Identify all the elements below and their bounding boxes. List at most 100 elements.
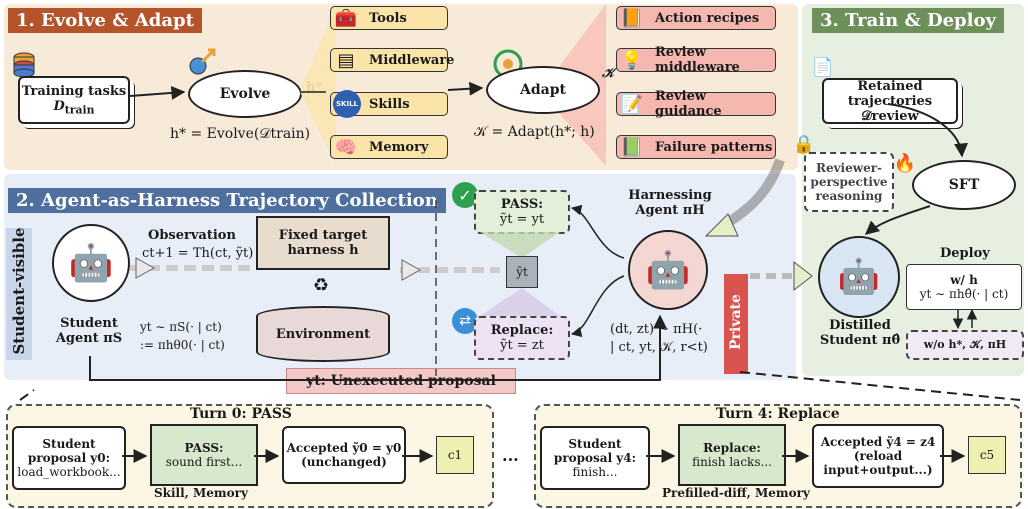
tool-chip-middleware: Middleware: [330, 48, 454, 72]
knowledge-chip-recipes: Action recipes: [616, 6, 776, 30]
harnessing-line1: Harnessing: [628, 188, 712, 203]
turn4-student2: proposal y4:: [553, 451, 637, 465]
with-harness-label: w/ h: [950, 273, 978, 287]
turn0-verdict1: PASS:: [184, 441, 224, 455]
turn0-student2: proposal y0:: [27, 451, 111, 465]
fixed-target-box: Fixed target harness h: [256, 216, 390, 270]
reviewer-line3: reasoning: [815, 189, 883, 203]
check-icon: ✓: [452, 182, 478, 208]
tool-chip-memory: Memory: [330, 135, 448, 159]
distilled-label: Distilled Student πθ̂: [812, 318, 908, 348]
turn4-student3: finish...: [572, 465, 618, 479]
turn0-student1: Student: [42, 437, 96, 451]
lock-icon: 🔒: [792, 133, 816, 155]
student-agent-label: Student Agent πS: [44, 316, 134, 346]
turn-ellipsis: ...: [502, 446, 519, 465]
adapt-label: Adapt: [520, 82, 566, 98]
tool-chip-tools: Tools: [330, 6, 448, 30]
harnessing-avatar: 🤖: [628, 230, 708, 310]
reviewer-line2: perspective: [810, 175, 888, 189]
reviewer-line1: Reviewer-: [815, 161, 883, 175]
turn0-cube: c1: [436, 436, 474, 474]
pass-title: PASS:: [500, 197, 544, 212]
turn4-accepted3: input+output...): [823, 463, 933, 477]
brain-icon: 🧠: [334, 136, 358, 158]
student-line1: Student: [60, 316, 118, 331]
turn4-title: Turn 4: Replace: [716, 406, 840, 422]
fire-icon: 🔥: [893, 152, 917, 174]
panel2-title: 2. Agent-as-Harness Trajectory Collectio…: [8, 188, 446, 213]
memory-label: Memory: [369, 139, 429, 155]
adapt-equation: 𝒦 = Adapt(h*; h): [474, 124, 595, 140]
tools-label: Tools: [369, 10, 407, 26]
student-eq2: := πhθ0(· | ct): [140, 338, 225, 352]
environment-node: Environment: [256, 306, 390, 362]
pass-eq: ỹt = yt: [499, 212, 545, 227]
recipe-icon: 📙: [620, 7, 644, 29]
turn0-accepted-box: Accepted ỹ0 = y0 (unchanged): [282, 426, 406, 484]
knowledge-chip-failure: Failure patterns: [616, 135, 776, 159]
turn4-student-box: Student proposal y4: finish...: [540, 426, 650, 490]
turn4-cube-label: c5: [979, 448, 995, 462]
with-harness-eq: yt ∼ πhθ̂(· | ct): [919, 287, 1009, 301]
distilled-line1: Distilled: [829, 318, 891, 333]
middleware-label: Middleware: [369, 52, 455, 68]
student-line2: Agent πS: [55, 331, 123, 346]
student-visible-band: [6, 228, 32, 360]
evolve-icon: [180, 44, 220, 84]
turn4-verdict2: finish lacks...: [692, 455, 772, 469]
turn0-caption: Skill, Memory: [154, 486, 248, 500]
turn4-caption: Prefilled-diff, Memory: [662, 486, 810, 500]
toolbox-icon: 🧰: [334, 7, 358, 29]
replace-eq: ỹt = zt: [500, 338, 544, 353]
turn4-student1: Student: [568, 437, 622, 451]
without-label: w/o h*, 𝒦, πH: [923, 338, 1007, 351]
turn0-accepted2: (unchanged): [301, 455, 387, 469]
harness-robot-icon: 🤖: [645, 250, 691, 291]
recipes-label: Action recipes: [655, 10, 760, 26]
turn0-cube-label: c1: [447, 448, 463, 462]
panel1-title: 1. Evolve & Adapt: [8, 8, 202, 33]
review-middleware-label: Review middleware: [655, 45, 740, 75]
harnessing-label: Harnessing Agent πH: [620, 188, 720, 218]
retained-line2: trajectories 𝒟review: [847, 93, 933, 124]
turn0-verdict-box: PASS: sound first...: [150, 424, 258, 486]
turn4-accepted-box: Accepted ỹ4 = z4 (reload input+output...…: [812, 424, 944, 488]
replace-box: Replace: ỹt = zt: [474, 316, 570, 360]
sft-label: SFT: [948, 177, 980, 193]
retained-box: Retained trajectories 𝒟review: [822, 78, 958, 124]
pass-box: PASS: ỹt = yt: [474, 190, 570, 234]
replace-title: Replace:: [490, 323, 554, 338]
cycle-icon: ♻: [312, 274, 330, 296]
evolve-label: Evolve: [219, 86, 271, 102]
knowledge-chip-review-middleware: Review middleware: [616, 45, 776, 75]
student-robot-icon: 🤖: [68, 243, 114, 284]
turn4-cube: c5: [968, 436, 1006, 474]
turn0-accepted1: Accepted ỹ0 = y0: [286, 441, 402, 455]
failure-icon: 📗: [620, 136, 644, 158]
training-tasks-label: Training tasks: [21, 83, 127, 99]
turn0-verdict2: sound first...: [165, 455, 243, 469]
training-sym: D: [53, 98, 65, 114]
skill-icon-text: SKILL: [336, 100, 358, 108]
knowledge-chip-guidance: Review guidance: [616, 89, 776, 119]
skills-label: Skills: [369, 96, 410, 112]
ytilde-label: ỹt: [516, 265, 528, 279]
without-box: w/o h*, 𝒦, πH: [906, 330, 1024, 360]
observation-eq: ct+1 = Th(ct, ỹt): [142, 246, 254, 261]
distilled-avatar: 🤖: [818, 236, 900, 318]
database-icon: [10, 52, 38, 80]
student-avatar: 🤖: [52, 224, 130, 302]
harness-eq1: (dt, zt) ∼ πH(·: [610, 322, 703, 337]
fixed-target-line1: Fixed target: [278, 228, 368, 243]
turn4-accepted2: (reload: [853, 449, 903, 463]
k-label: 𝒦: [602, 66, 615, 81]
robot-icon: 🤖: [837, 257, 881, 297]
turn0-title: Turn 0: PASS: [190, 406, 292, 422]
turn0-student3: load_workbook...: [17, 465, 121, 479]
evolve-node: Evolve: [188, 70, 302, 118]
ytilde-cube: ỹt: [506, 256, 538, 288]
environment-label: Environment: [275, 326, 371, 342]
